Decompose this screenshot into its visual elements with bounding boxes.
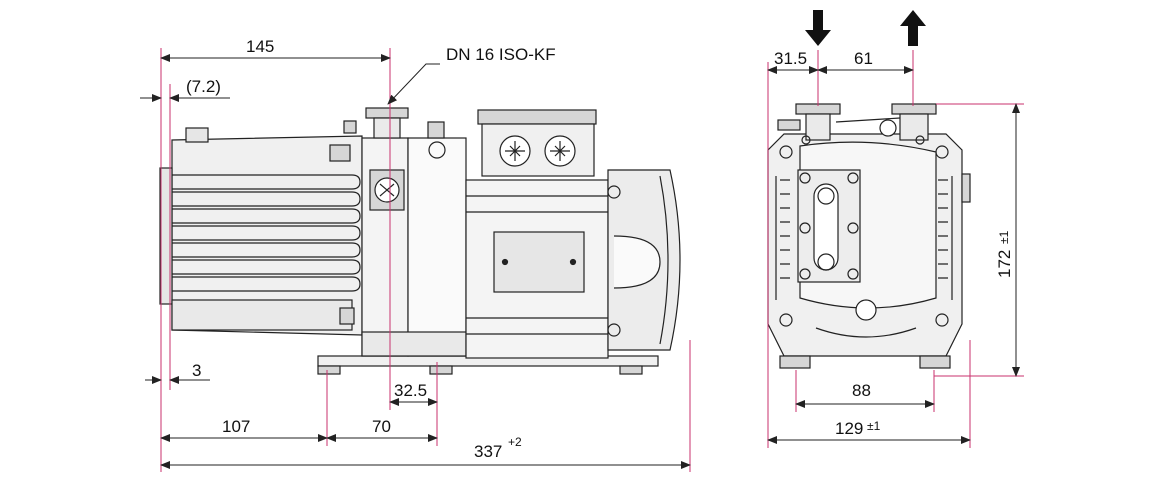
dim-31-5: 31.5: [774, 49, 807, 68]
dimension-arrows: [140, 54, 1020, 469]
arrow-up-icon: [900, 10, 926, 46]
dimension-lines: [160, 48, 1024, 472]
dim-129: 129: [835, 419, 863, 438]
dim-172-tolerance: ±1: [997, 230, 1011, 244]
foot-right: [619, 365, 643, 375]
arrow-down-icon: [805, 10, 831, 46]
dim-337: 337: [474, 442, 502, 461]
front-view: [767, 103, 971, 369]
dimension-labels: DN 16 ISO-KF 145 (7.2) 3 32.5 107 70 337…: [186, 37, 1014, 461]
gas-ballast-valve: [369, 169, 405, 211]
dim-88: 88: [852, 381, 871, 400]
dim-70: 70: [372, 417, 391, 436]
dim-7-2: (7.2): [186, 77, 221, 96]
dim-145: 145: [246, 37, 274, 56]
end-cap: [159, 167, 173, 305]
motor-body: [465, 179, 609, 359]
dim-337-tolerance: +2: [508, 435, 522, 449]
terminal-box: [477, 109, 597, 177]
intake-flange: [343, 107, 409, 139]
dim-172: 172: [995, 250, 1014, 278]
dim-107: 107: [222, 417, 250, 436]
dim-32-5: 32.5: [394, 381, 427, 400]
dim-61: 61: [854, 49, 873, 68]
outlet-flange-front: [891, 103, 937, 115]
foot-left: [317, 365, 341, 375]
connection-label: DN 16 ISO-KF: [446, 45, 556, 64]
dim-3: 3: [192, 361, 201, 380]
side-view: [159, 107, 681, 375]
dim-129-tolerance: ±1: [867, 419, 881, 433]
foot-mid: [429, 365, 453, 375]
cooling-fins: [172, 174, 361, 292]
